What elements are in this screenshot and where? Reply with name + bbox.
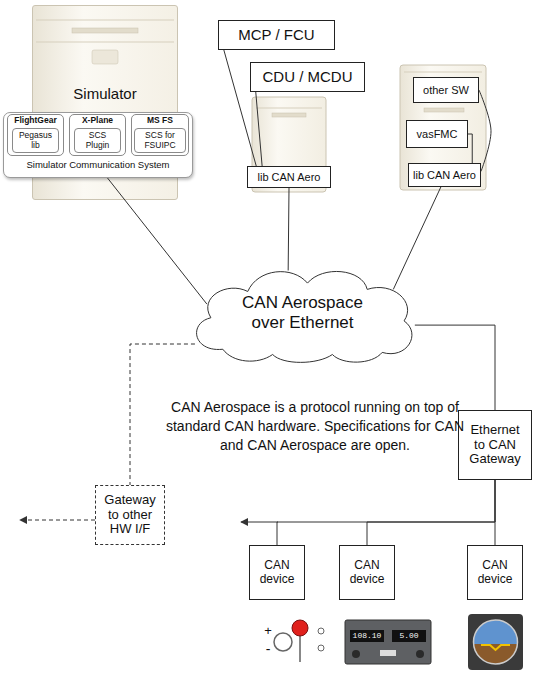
label-wrap: Pegasus lib: [16, 131, 56, 150]
drive-slot: [72, 28, 138, 33]
indicator-dot: [318, 628, 324, 634]
label-wrap: CAN device: [345, 559, 390, 586]
connector-line: [479, 90, 491, 171]
connector-line: [224, 50, 256, 166]
process-box: lib CAN Aero: [247, 166, 331, 188]
lever-ball: [292, 620, 308, 636]
node-label: SCS Plugin: [75, 129, 120, 152]
drive-slot: [272, 113, 306, 117]
label-wrap: CAN Aerospace over Ethernet: [233, 293, 373, 331]
adi-ring: [474, 620, 518, 664]
node-label: Pegasus lib: [13, 129, 58, 152]
drive-bay: [404, 72, 482, 73]
connector-line: [277, 480, 495, 545]
label-wrap: SCS Plugin: [81, 131, 115, 150]
connector-line: [495, 480, 496, 545]
display-readout: 108.10: [350, 630, 384, 642]
label-wrap: CAN device: [473, 559, 518, 586]
radio-knob: [416, 650, 424, 658]
drive-bay: [36, 20, 174, 21]
device-box: CAN device: [467, 545, 523, 600]
node-label: SCS for FSUIPC: [135, 129, 185, 152]
node-label: Simulator: [33, 86, 177, 103]
plus-sign: +: [262, 622, 274, 640]
drive-bay: [36, 42, 174, 43]
computer-tower: [400, 65, 486, 190]
knob-symbol: [274, 633, 292, 651]
process-box: CDU / MCDU: [250, 62, 365, 92]
label-wrap: SCS for FSUIPC: [140, 131, 180, 150]
radio-display: [350, 630, 384, 642]
communication-band: Simulator Communication System FlightGear…: [3, 112, 193, 178]
node-label: FlightGear: [8, 116, 63, 126]
plugin-box: SCS Plugin: [74, 128, 121, 153]
connector-line: [367, 480, 495, 545]
device-box: CAN device: [339, 545, 395, 600]
display-readout: 5.00: [392, 630, 426, 642]
node-label: lib CAN Aero: [248, 167, 330, 187]
label-wrap: CAN device: [255, 559, 300, 586]
zip-drive: [92, 50, 118, 64]
gateway-box: Ethernet to CAN Gateway: [458, 410, 532, 480]
process-box: vasFMC: [406, 120, 468, 148]
drive-slot: [424, 108, 464, 112]
node-label: lib CAN Aero: [409, 164, 480, 186]
plugin-box: SCS for FSUIPC: [134, 128, 186, 153]
node-label: MCP / FCU: [219, 21, 334, 49]
dashed-arrow: [20, 520, 95, 521]
connector-line: [415, 325, 495, 410]
connector-line: [468, 134, 472, 163]
adi-frame: [468, 614, 523, 670]
radio-panel: [345, 620, 431, 664]
simulator-box: FlightGearPegasus lib: [7, 114, 64, 156]
node-label: Gateway to other HW I/F: [96, 486, 164, 544]
label-wrap: Gateway to other HW I/F: [100, 493, 160, 537]
connector-line: [256, 92, 262, 166]
node-label: Ethernet to CAN Gateway: [459, 411, 531, 479]
process-box: lib CAN Aero: [408, 163, 481, 187]
node-label: Simulator Communication System: [4, 160, 192, 171]
process-box: other SW: [413, 77, 479, 103]
indicator-dot: [318, 645, 324, 651]
connector-line: [108, 178, 207, 304]
node-label: CAN device: [340, 546, 394, 599]
drive-bay: [256, 108, 322, 109]
adi-wings: [481, 645, 510, 650]
network-cloud: CAN Aerospace over Ethernet: [183, 260, 422, 365]
computer-tower: SimulatorSimulator Communication SystemF…: [32, 5, 178, 200]
connector-line: [288, 188, 290, 271]
adi-face: [470, 618, 522, 670]
connector-line: [393, 187, 441, 289]
radio-display: [392, 630, 426, 642]
minus-sign: -: [262, 640, 274, 659]
connector-line: [130, 344, 195, 485]
gateway-box: Gateway to other HW I/F: [95, 485, 165, 545]
node-label: X-Plane: [70, 116, 125, 126]
radio-button: [380, 650, 396, 656]
node-label: CAN device: [250, 546, 304, 599]
node-label: MS FS: [132, 116, 188, 126]
adi-ground: [470, 644, 522, 670]
plugin-box: Pegasus lib: [12, 128, 59, 153]
cloud-shape: [197, 271, 412, 362]
node-label: CAN Aerospace over Ethernet: [183, 260, 422, 365]
bus-arrow: [241, 522, 278, 523]
note-text: CAN Aerospace is a protocol running on t…: [165, 398, 465, 455]
device-box: CAN device: [249, 545, 305, 600]
radio-knob: [352, 650, 360, 658]
node-label: CAN device: [468, 546, 522, 599]
node-label: other SW: [414, 78, 478, 102]
node-label: CDU / MCDU: [251, 63, 364, 91]
simulator-box: X-PlaneSCS Plugin: [69, 114, 126, 156]
simulator-box: MS FS SCS for FSUIPC: [131, 114, 189, 156]
node-label: vasFMC: [407, 121, 467, 147]
process-box: MCP / FCU: [218, 20, 335, 50]
label-wrap: Ethernet to CAN Gateway: [466, 423, 524, 467]
